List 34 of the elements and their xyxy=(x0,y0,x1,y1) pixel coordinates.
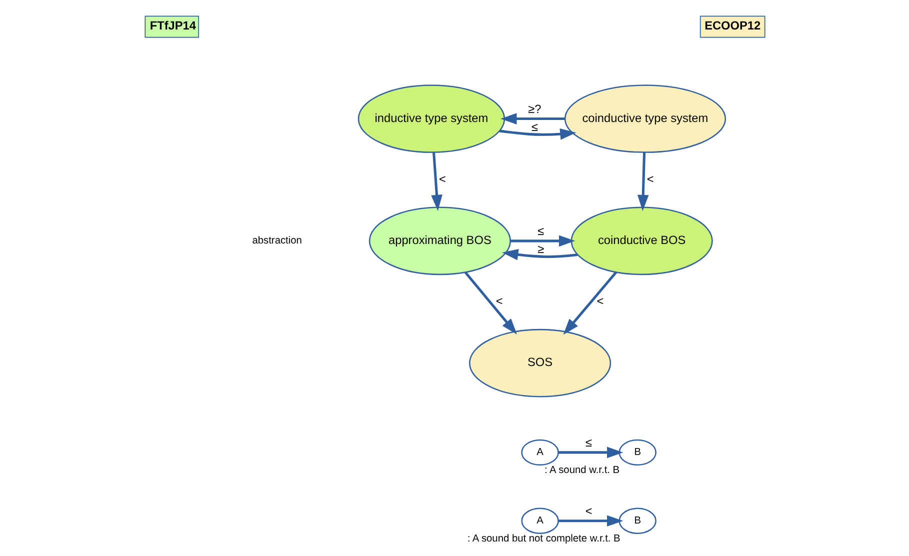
arrow xyxy=(562,271,617,335)
edge-label: ≥? xyxy=(528,102,541,116)
node-ellipse: coinductive type system xyxy=(564,84,726,153)
edge-label: < xyxy=(495,294,502,308)
legend-label: ECOOP12 xyxy=(704,18,760,32)
node-ellipse: A xyxy=(520,508,558,534)
arrow xyxy=(558,446,623,458)
arrow xyxy=(636,152,648,212)
edge-label: < xyxy=(596,294,604,308)
arrow xyxy=(510,235,575,247)
arrow xyxy=(500,113,564,124)
node-ellipse: approximating BOS xyxy=(368,206,510,276)
node-label: : A sound w.r.t. B xyxy=(544,465,620,476)
arrow xyxy=(498,128,576,140)
edge-label: ≥ xyxy=(537,242,544,256)
arrow xyxy=(464,272,517,335)
node-ellipse: A xyxy=(520,439,558,466)
label: abstraction xyxy=(252,236,302,247)
edge-label: < xyxy=(438,172,446,186)
legend-label: FTfJP14 xyxy=(149,18,196,32)
arrow xyxy=(430,152,442,212)
arrow xyxy=(502,249,578,260)
edge-label: ≤ xyxy=(530,120,538,134)
node-ellipse: B xyxy=(618,508,656,534)
node-ellipse: B xyxy=(618,439,656,466)
edge-label: < xyxy=(646,172,654,186)
arrow xyxy=(558,515,623,527)
edge-label: ≤ xyxy=(585,436,592,450)
node-label: : A sound but not complete w.r.t. B xyxy=(466,534,620,545)
node-ellipse: inductive type system xyxy=(357,84,505,153)
edge-label: ≤ xyxy=(537,224,544,238)
edge-label: < xyxy=(584,504,592,518)
node-ellipse: SOS xyxy=(468,328,611,398)
node-ellipse: coinductive BOS xyxy=(570,206,712,276)
